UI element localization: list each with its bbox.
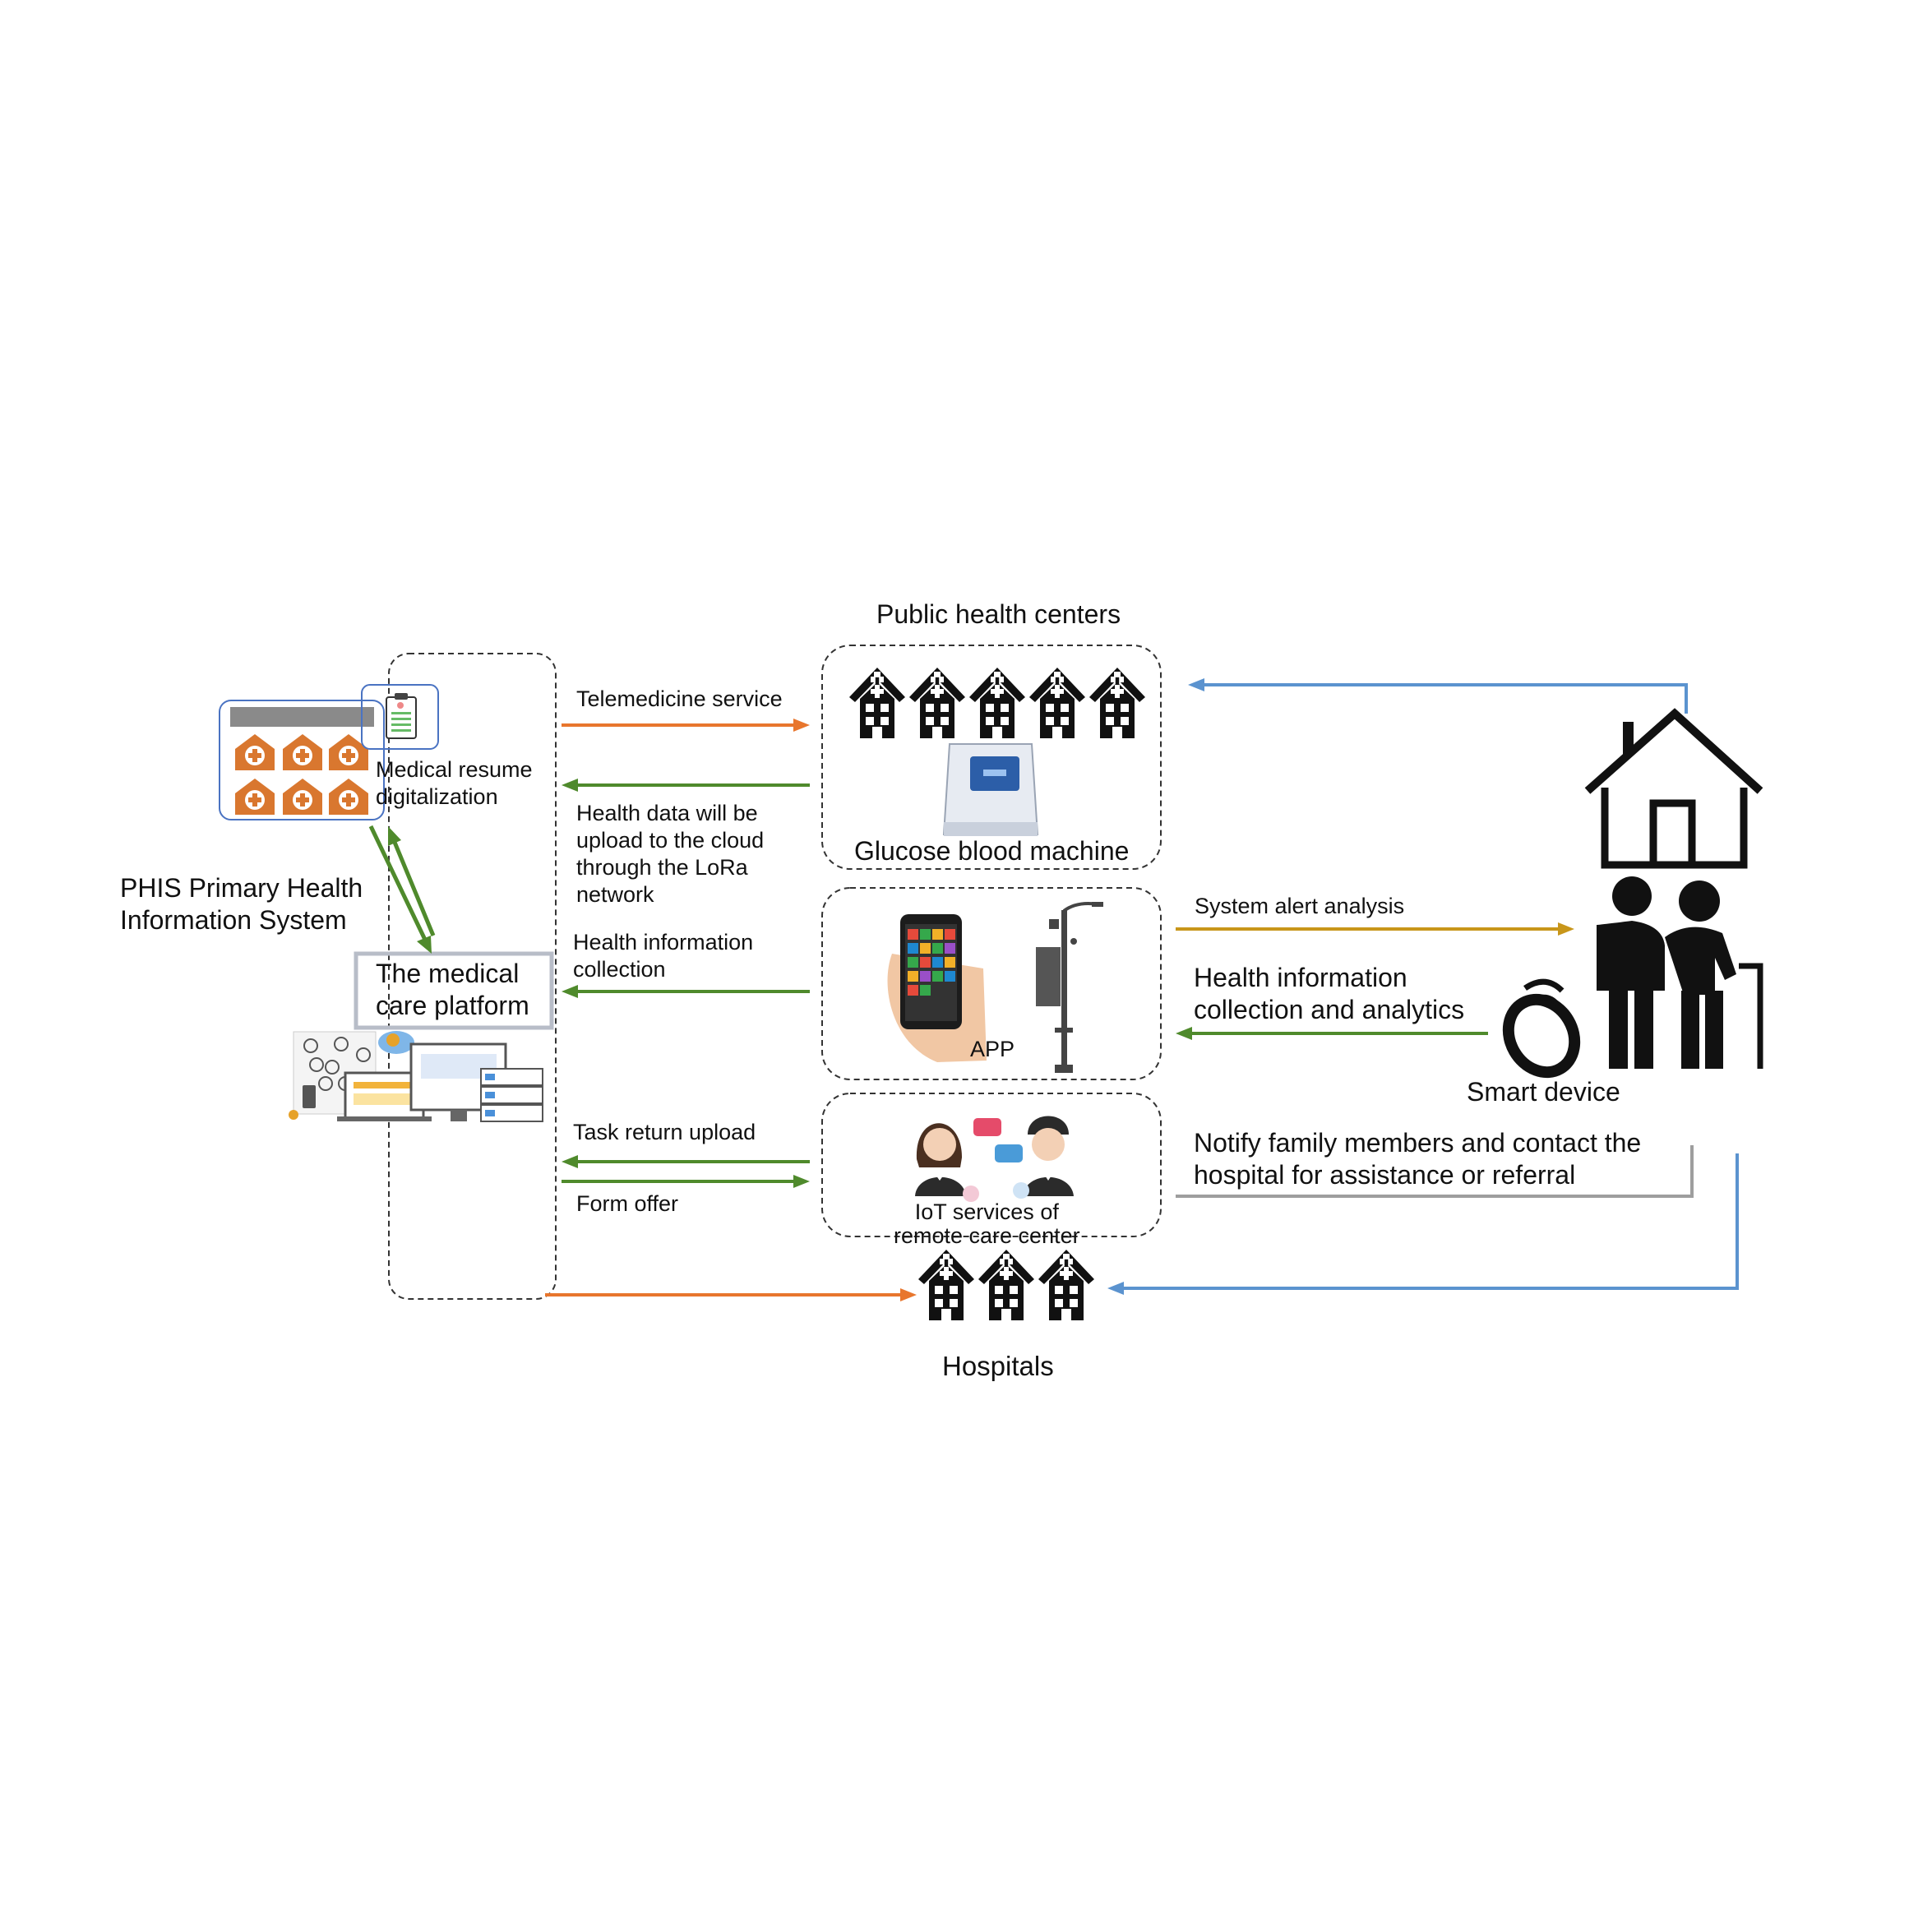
- hospital-orange-icon: [283, 779, 322, 815]
- glucose-blood-machine-label: Glucose blood machine: [854, 836, 1130, 866]
- phis-to-platform-arrowhead: [417, 936, 432, 954]
- platform-to-phis-arrowhead: [388, 826, 401, 846]
- hospital-orange-icon: [329, 779, 368, 815]
- iot-services-label: IoT services of remote care center: [894, 1199, 1080, 1249]
- clipboard-icon: [386, 693, 417, 739]
- hospital-building-icon: [1029, 668, 1085, 738]
- notify-family-line: [1176, 1145, 1694, 1198]
- notify-family-label: Notify family members and contact the ho…: [1194, 1128, 1642, 1190]
- app-lora-box: [821, 887, 1162, 1080]
- hospital-building-icon: [978, 1250, 1034, 1320]
- task-return-arrowhead: [562, 1155, 578, 1168]
- hospital-building-icon: [909, 668, 965, 738]
- health-collection-arrowhead: [562, 985, 578, 998]
- phis-to-platform-arrow: [368, 825, 428, 941]
- smart-device-label: Smart device: [1467, 1077, 1620, 1107]
- smartphone-app-icon: [887, 914, 987, 1062]
- elderly-couple-icon: [1597, 876, 1763, 1069]
- hospital-orange-arrowhead: [900, 1288, 917, 1301]
- telemedicine-arrowhead: [793, 719, 810, 732]
- home-to-hospitals-arrowhead: [1107, 1282, 1124, 1295]
- hospitals-label: Hospitals: [942, 1351, 1054, 1381]
- health-data-upload-label: Health data will be upload to the cloud …: [576, 801, 765, 907]
- system-alert-arrowhead: [1558, 922, 1574, 936]
- clipboard-frame: [361, 684, 439, 750]
- form-offer-label: Form offer: [576, 1191, 679, 1216]
- platform-to-phis-arrow: [391, 839, 436, 936]
- health-information-collection-label: Health information collection: [573, 930, 754, 982]
- remote-care-box: [821, 1093, 1162, 1237]
- lora-pole-icon: [1036, 902, 1103, 1073]
- medical-resume-label: Medical resume digitalization: [376, 757, 533, 809]
- glucose-machine-icon: [942, 743, 1039, 836]
- system-alert-analysis-label: System alert analysis: [1195, 894, 1405, 918]
- call-center-agents-icon: [915, 1116, 1074, 1202]
- form-offer-arrowhead: [793, 1175, 810, 1188]
- hospital-orange-icon: [235, 779, 275, 815]
- hospital-building-icon: [918, 1250, 974, 1320]
- phis-header-bar: [230, 707, 374, 727]
- smart-ring-icon: [1502, 978, 1581, 1079]
- hospital-orange-icon: [235, 734, 275, 770]
- hospital-building-icon: [1089, 668, 1145, 738]
- hospital-building-icon: [849, 668, 905, 738]
- platform-devices-icon: [289, 1031, 543, 1122]
- telemedicine-service-label: Telemedicine service: [576, 686, 783, 711]
- home-to-hospitals-line: [1122, 1153, 1739, 1290]
- hospital-orange-icon: [283, 734, 322, 770]
- public-health-centers-box: [821, 645, 1162, 870]
- hospital-building-icon: [1038, 1250, 1094, 1320]
- phis-label: PHIS Primary Health Information System: [120, 873, 363, 936]
- medical-care-platform-label: The medical care platform: [376, 959, 529, 1021]
- phis-panel: [219, 700, 385, 820]
- home-to-centers-arrowhead: [1188, 678, 1204, 691]
- platform-dashed-column: [388, 653, 557, 1300]
- home-icon: [1584, 708, 1763, 869]
- health-info-analytics-label: Health information collection and analyt…: [1194, 963, 1465, 1025]
- public-health-centers-label: Public health centers: [876, 599, 1121, 629]
- health-data-arrowhead: [562, 779, 578, 792]
- task-return-upload-label: Task return upload: [573, 1120, 756, 1144]
- analytics-arrowhead: [1176, 1027, 1192, 1040]
- app-label: APP: [970, 1037, 1015, 1061]
- home-to-centers-line: [1204, 683, 1688, 714]
- medical-care-platform-frame: [354, 951, 554, 1030]
- hospital-building-icon: [969, 668, 1025, 738]
